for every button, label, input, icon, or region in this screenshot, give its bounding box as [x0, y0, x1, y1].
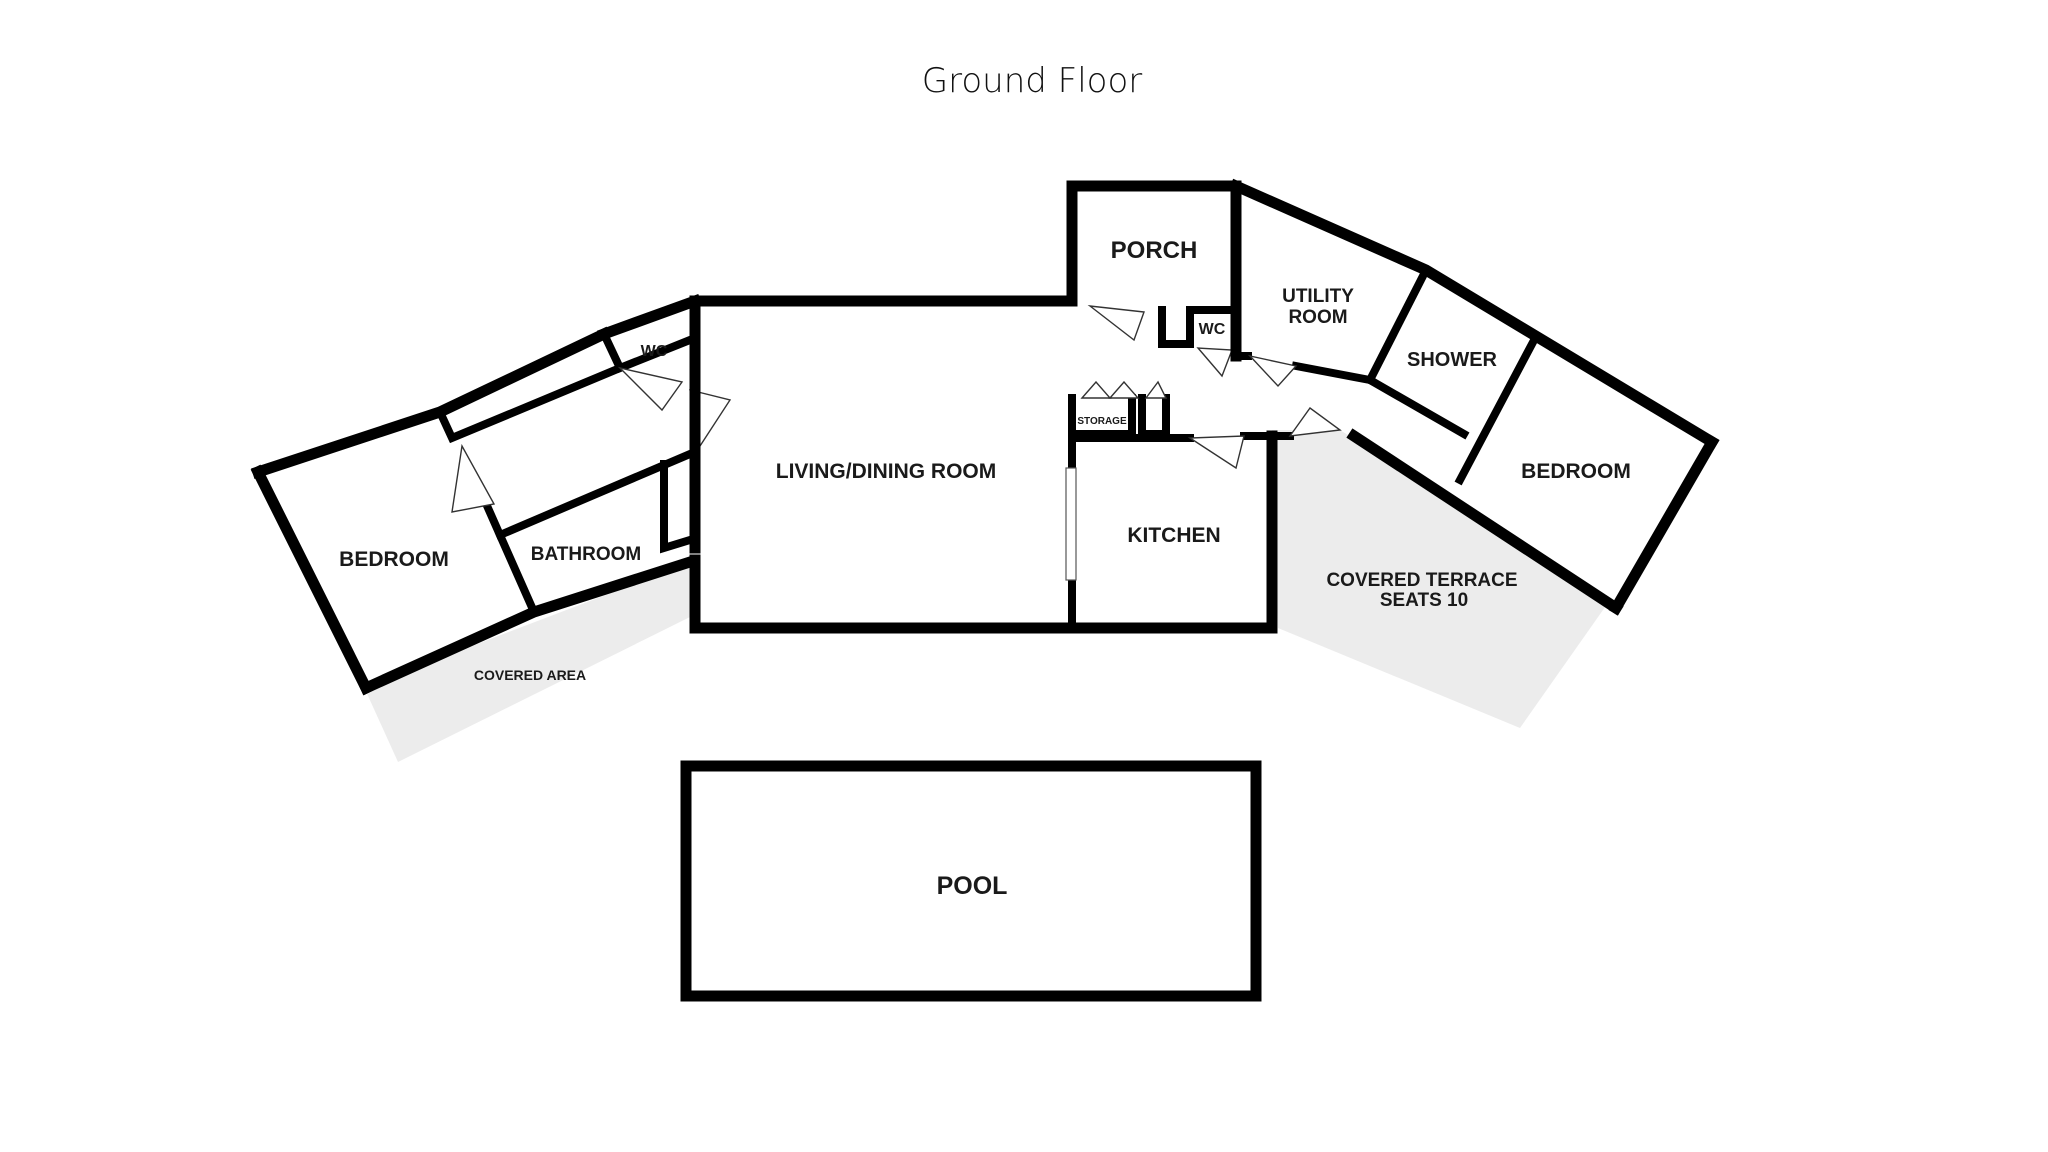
right-wing-east-wall	[1608, 434, 1720, 616]
covered-area-label: COVERED AREA	[474, 667, 586, 683]
utility-bottom-wall	[1291, 361, 1375, 385]
pool-outline	[680, 760, 1262, 1002]
right-wing-south-wall	[1346, 428, 1624, 616]
utility-shower-divider	[1364, 264, 1432, 386]
storage-side-wall	[1138, 394, 1170, 438]
bedroom-bathroom-divider	[482, 502, 540, 618]
left-wc-label: WC	[641, 343, 668, 360]
storage-label: STORAGE	[1077, 416, 1127, 427]
bathroom-label: BATHROOM	[531, 544, 641, 565]
covered-area-shade	[364, 563, 690, 762]
storage-door-small	[1144, 380, 1168, 399]
kitchen-door	[1187, 435, 1245, 470]
storage-door-left	[1080, 380, 1112, 399]
left-corridor-lower-wall	[494, 448, 696, 541]
shower-bedroom-divider	[1454, 338, 1538, 486]
right-wc-door	[1196, 347, 1233, 378]
storage-wall	[1068, 394, 1136, 438]
left-wing-top-wall	[251, 326, 612, 479]
shower-bottom-wall	[1364, 374, 1470, 440]
pool-label: POOL	[937, 872, 1008, 900]
utility-door	[1247, 354, 1298, 388]
interior-glazing	[1065, 467, 1077, 581]
left-bedroom-label: BEDROOM	[339, 548, 449, 571]
page-title: Ground Floor	[922, 61, 1142, 101]
storage-door-right	[1108, 380, 1140, 399]
central-south-wall	[689, 430, 1278, 634]
porch-label: PORCH	[1111, 237, 1198, 264]
living-dining-label: LIVING/DINING ROOM	[776, 460, 997, 483]
bathroom-closet-wall	[660, 460, 695, 554]
left-wing-west-wall	[250, 464, 374, 696]
porch-door	[1087, 305, 1145, 342]
left-wc-door	[617, 366, 684, 412]
covered-terrace-label: COVERED TERRACE	[1326, 570, 1517, 591]
right-wc-label: WC	[1199, 321, 1226, 338]
covered-terrace-shade	[1272, 430, 1610, 728]
shower-label: SHOWER	[1407, 349, 1498, 371]
kitchen-label: KITCHEN	[1127, 524, 1220, 547]
terrace-door	[1288, 407, 1342, 437]
porch-wc-wall	[1158, 306, 1194, 348]
right-bedroom-label: BEDROOM	[1521, 460, 1631, 483]
covered-terrace-seats-label: SEATS 10	[1380, 590, 1468, 611]
left-wing-outer-wall	[596, 293, 703, 342]
left-bedroom-door	[451, 443, 496, 513]
left-corridor-upper-wall	[434, 362, 626, 444]
